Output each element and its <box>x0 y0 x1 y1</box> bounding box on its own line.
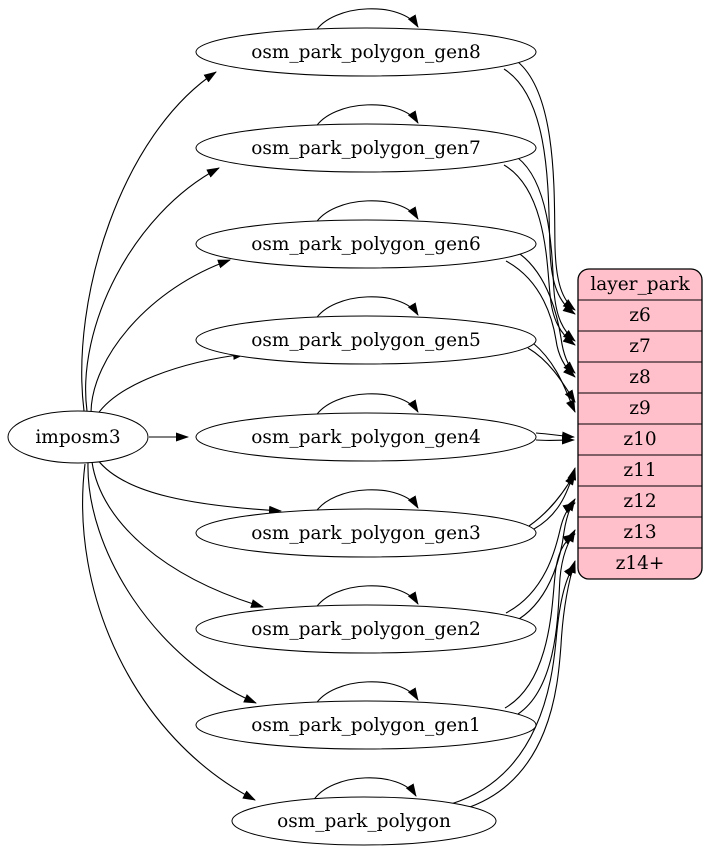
self-loop-edges <box>312 8 419 802</box>
layer-park-row-z11: z11 <box>623 460 656 481</box>
node-osm-park-polygon-gen6: osm_park_polygon_gen6 <box>195 219 537 269</box>
edge-imposm3-gen8 <box>81 71 217 412</box>
edge-gen5-z9-2 <box>532 342 576 413</box>
node-imposm3: imposm3 <box>7 410 149 464</box>
layer-park-table: layer_park z6 z7 z8 z9 z10 z11 z12 z13 z… <box>577 268 703 580</box>
gen5-label: osm_park_polygon_gen5 <box>251 330 481 351</box>
node-osm-park-polygon: osm_park_polygon <box>231 796 497 846</box>
edge-imposm3-gen5 <box>96 351 246 416</box>
gen3-ellipse <box>195 508 537 558</box>
edge-gen1-z13-1 <box>504 533 576 709</box>
gen1-label: osm_park_polygon_gen1 <box>251 715 481 736</box>
self-loop-gen6 <box>314 200 419 225</box>
edge-gen2-z12-2 <box>518 498 576 620</box>
edge-imposm3-gen1 <box>87 462 257 704</box>
gen2-label: osm_park_polygon_gen2 <box>251 619 481 640</box>
self-loop-gen1 <box>314 681 419 706</box>
layer-park-title: layer_park <box>590 274 690 295</box>
edge-gen5-z9-1 <box>527 347 576 403</box>
edges-from-source <box>81 71 282 801</box>
node-osm-park-polygon-gen7: osm_park_polygon_gen7 <box>195 123 537 173</box>
gen2-ellipse <box>195 604 537 654</box>
gen6-ellipse <box>195 219 537 269</box>
edge-gen3-z11-2 <box>533 467 577 530</box>
gen7-label: osm_park_polygon_gen7 <box>251 138 481 159</box>
gen4-label: osm_park_polygon_gen4 <box>251 427 481 448</box>
edge-gen3-z11-1 <box>528 472 576 527</box>
self-loop-gen7 <box>314 104 419 129</box>
gen4-ellipse <box>195 412 537 462</box>
edge-gen8-z6-2 <box>517 61 576 311</box>
edge-gen1-z13-2 <box>517 529 576 715</box>
edges-to-layer <box>450 61 577 810</box>
layer-park-row-z13: z13 <box>623 522 656 543</box>
layer-park-row-z9: z9 <box>629 398 651 419</box>
gen1-ellipse <box>195 700 537 750</box>
gen8-label: osm_park_polygon_gen8 <box>251 42 481 63</box>
edge-imposm3-gen3 <box>96 458 282 515</box>
node-osm-park-polygon-gen2: osm_park_polygon_gen2 <box>195 604 537 654</box>
node-osm-park-polygon-gen3: osm_park_polygon_gen3 <box>195 508 537 558</box>
self-loop-gen8 <box>314 8 419 33</box>
edge-imposm3-gen2 <box>91 461 264 608</box>
edge-imposm3-gen7 <box>85 167 220 412</box>
self-loop-gen4 <box>314 393 419 418</box>
edge-osm-park-polygon-z14-1 <box>450 564 576 805</box>
gen6-label: osm_park_polygon_gen6 <box>251 234 481 255</box>
edge-gen6-z8-2 <box>519 253 576 374</box>
layer-park-row-z7: z7 <box>629 336 651 357</box>
self-loop-gen2 <box>314 585 419 610</box>
layer-park-row-z8: z8 <box>629 367 651 388</box>
edge-gen7-z7-2 <box>517 157 576 342</box>
edge-imposm3-osm-park-polygon <box>82 463 256 801</box>
node-osm-park-polygon-gen4: osm_park_polygon_gen4 <box>195 412 537 462</box>
self-loop-gen5 <box>314 296 419 321</box>
layer-park-row-z6: z6 <box>629 305 651 326</box>
edge-gen2-z12-1 <box>505 502 576 614</box>
imposm3-ellipse <box>7 410 149 464</box>
edge-gen6-z8-1 <box>505 260 576 378</box>
self-loop-osm-park-polygon <box>312 777 417 802</box>
gen7-ellipse <box>195 123 537 173</box>
edge-imposm3-gen6 <box>90 259 231 413</box>
edge-gen4-z10-1 <box>535 431 575 441</box>
gen5-ellipse <box>195 315 537 365</box>
layer-park-row-z10: z10 <box>623 429 656 450</box>
node-osm-park-polygon-gen8: osm_park_polygon_gen8 <box>195 27 537 77</box>
gen3-label: osm_park_polygon_gen3 <box>251 523 481 544</box>
edge-gen7-z7-1 <box>503 164 576 346</box>
node-osm-park-polygon-gen5: osm_park_polygon_gen5 <box>195 315 537 365</box>
node-osm-park-polygon-gen1: osm_park_polygon_gen1 <box>195 700 537 750</box>
edge-gen8-z6-1 <box>503 68 576 315</box>
self-loop-gen3 <box>314 489 419 514</box>
osm-park-polygon-ellipse <box>231 796 497 846</box>
layer-park-row-z12: z12 <box>623 491 656 512</box>
imposm3-label: imposm3 <box>35 427 120 448</box>
osm-park-polygon-label: osm_park_polygon <box>277 811 451 832</box>
layer-park-row-z14: z14+ <box>616 553 665 574</box>
gen8-ellipse <box>195 27 537 77</box>
edge-osm-park-polygon-z14-2 <box>463 560 576 810</box>
